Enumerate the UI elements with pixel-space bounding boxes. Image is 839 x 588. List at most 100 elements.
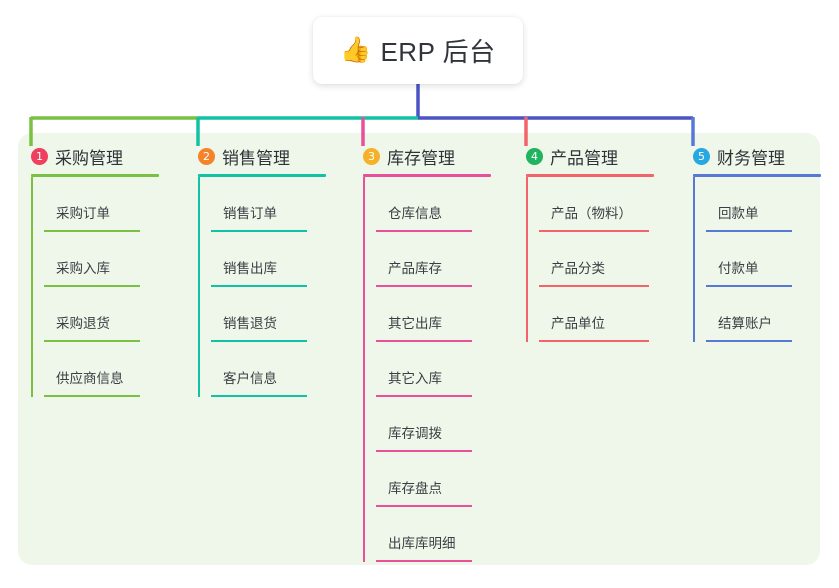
branch-child-underline (44, 285, 140, 287)
branch-child-underline (376, 395, 472, 397)
branch-spine-5 (693, 177, 695, 342)
branch-child[interactable]: 产品单位 (539, 287, 654, 342)
branch-title-4: 产品管理 (550, 148, 618, 168)
branch-child-underline (376, 285, 472, 287)
branch-child[interactable]: 结算账户 (706, 287, 821, 342)
branch-child-underline (539, 285, 649, 287)
branch-child-label: 出库库明细 (388, 536, 456, 551)
branch-spine-2 (198, 177, 200, 397)
branch-child-label: 产品分类 (551, 261, 605, 276)
branch-child[interactable]: 库存调拨 (376, 397, 491, 452)
branch-child[interactable]: 采购退货 (44, 287, 159, 342)
branch-badge-1: 1 (31, 147, 48, 165)
branch-title-3: 库存管理 (387, 148, 455, 168)
branch-header-2[interactable]: 2 销售管理 (185, 144, 326, 168)
branch-child-label: 销售订单 (223, 206, 277, 221)
branch-child-underline (706, 340, 792, 342)
branch-child-label: 采购订单 (56, 206, 110, 221)
branch-child-label: 销售退货 (223, 316, 277, 331)
branch-child[interactable]: 其它出库 (376, 287, 491, 342)
branch-badge-3: 3 (363, 147, 380, 165)
branch-child-label: 供应商信息 (56, 371, 124, 386)
branch-child[interactable]: 回款单 (706, 177, 821, 232)
branch-underline-1 (31, 174, 159, 177)
branch-child[interactable]: 采购入库 (44, 232, 159, 287)
branch-child-underline (211, 230, 307, 232)
branch-badge-5: 5 (693, 147, 710, 165)
branch-child-underline (44, 395, 140, 397)
branch-child-label: 库存盘点 (388, 481, 442, 496)
branch-child-label: 库存调拨 (388, 426, 442, 441)
branch-child-label: 回款单 (718, 206, 759, 221)
branch-child[interactable]: 采购订单 (44, 177, 159, 232)
branch-child[interactable]: 供应商信息 (44, 342, 159, 397)
branch-spine-4 (526, 177, 528, 342)
branch-child-label: 采购入库 (56, 261, 110, 276)
branch-badge-2: 2 (198, 147, 215, 165)
branch-column-3: 3 库存管理仓库信息产品库存其它出库其它入库库存调拨库存盘点出库库明细 (350, 144, 491, 562)
branch-child-underline (211, 340, 307, 342)
branch-child-underline (706, 230, 792, 232)
branch-children-3: 仓库信息产品库存其它出库其它入库库存调拨库存盘点出库库明细 (350, 177, 491, 562)
branch-child[interactable]: 产品分类 (539, 232, 654, 287)
branch-column-2: 2 销售管理销售订单销售出库销售退货客户信息 (185, 144, 326, 397)
branch-child[interactable]: 库存盘点 (376, 452, 491, 507)
branch-header-3[interactable]: 3 库存管理 (350, 144, 491, 168)
branch-spine-1 (31, 177, 33, 397)
branch-underline-3 (363, 174, 491, 177)
branch-underline-2 (198, 174, 326, 177)
branch-header-5[interactable]: 5 财务管理 (680, 144, 821, 168)
branch-child-underline (706, 285, 792, 287)
branch-child-underline (44, 340, 140, 342)
branch-child-label: 仓库信息 (388, 206, 442, 221)
branch-child-label: 客户信息 (223, 371, 277, 386)
branch-spine-3 (363, 177, 365, 562)
branch-child-underline (539, 230, 649, 232)
branch-child-underline (376, 505, 472, 507)
branch-column-5: 5 财务管理回款单付款单结算账户 (680, 144, 821, 342)
branch-child-label: 结算账户 (718, 316, 772, 331)
branch-header-4[interactable]: 4 产品管理 (513, 144, 654, 168)
branch-child-underline (211, 395, 307, 397)
branch-child-label: 其它出库 (388, 316, 442, 331)
branch-child[interactable]: 销售出库 (211, 232, 326, 287)
branches-panel (18, 133, 820, 565)
branch-child[interactable]: 销售退货 (211, 287, 326, 342)
branch-child-underline (211, 285, 307, 287)
branch-child-underline (44, 230, 140, 232)
branch-children-2: 销售订单销售出库销售退货客户信息 (185, 177, 326, 397)
branch-child-underline (376, 340, 472, 342)
branch-child[interactable]: 产品库存 (376, 232, 491, 287)
root-node-title: ERP 后台 (380, 37, 496, 67)
branch-child-label: 采购退货 (56, 316, 110, 331)
branch-child-label: 付款单 (718, 261, 759, 276)
branch-title-5: 财务管理 (717, 148, 785, 168)
branch-child-label: 产品（物料） (551, 206, 632, 221)
branch-underline-5 (693, 174, 821, 177)
branch-child[interactable]: 产品（物料） (539, 177, 654, 232)
branch-underline-4 (526, 174, 654, 177)
branch-child[interactable]: 仓库信息 (376, 177, 491, 232)
branch-child-underline (376, 560, 472, 562)
branch-child[interactable]: 其它入库 (376, 342, 491, 397)
branch-child-label: 销售出库 (223, 261, 277, 276)
branch-child[interactable]: 付款单 (706, 232, 821, 287)
root-node-content: 👍 ERP 后台 (340, 32, 495, 69)
branch-child-label: 产品库存 (388, 261, 442, 276)
branch-child-underline (539, 340, 649, 342)
root-node[interactable]: 👍 ERP 后台 (313, 17, 523, 84)
thumbs-up-icon: 👍 (340, 36, 372, 64)
branch-child-label: 其它入库 (388, 371, 442, 386)
branch-children-4: 产品（物料） 产品分类产品单位 (513, 177, 654, 342)
branch-children-5: 回款单付款单结算账户 (680, 177, 821, 342)
branch-child[interactable]: 出库库明细 (376, 507, 491, 562)
branch-child[interactable]: 客户信息 (211, 342, 326, 397)
branch-child-underline (376, 450, 472, 452)
branch-badge-4: 4 (526, 147, 543, 165)
branch-title-2: 销售管理 (222, 148, 290, 168)
branch-child[interactable]: 销售订单 (211, 177, 326, 232)
branch-child-label: 产品单位 (551, 316, 605, 331)
